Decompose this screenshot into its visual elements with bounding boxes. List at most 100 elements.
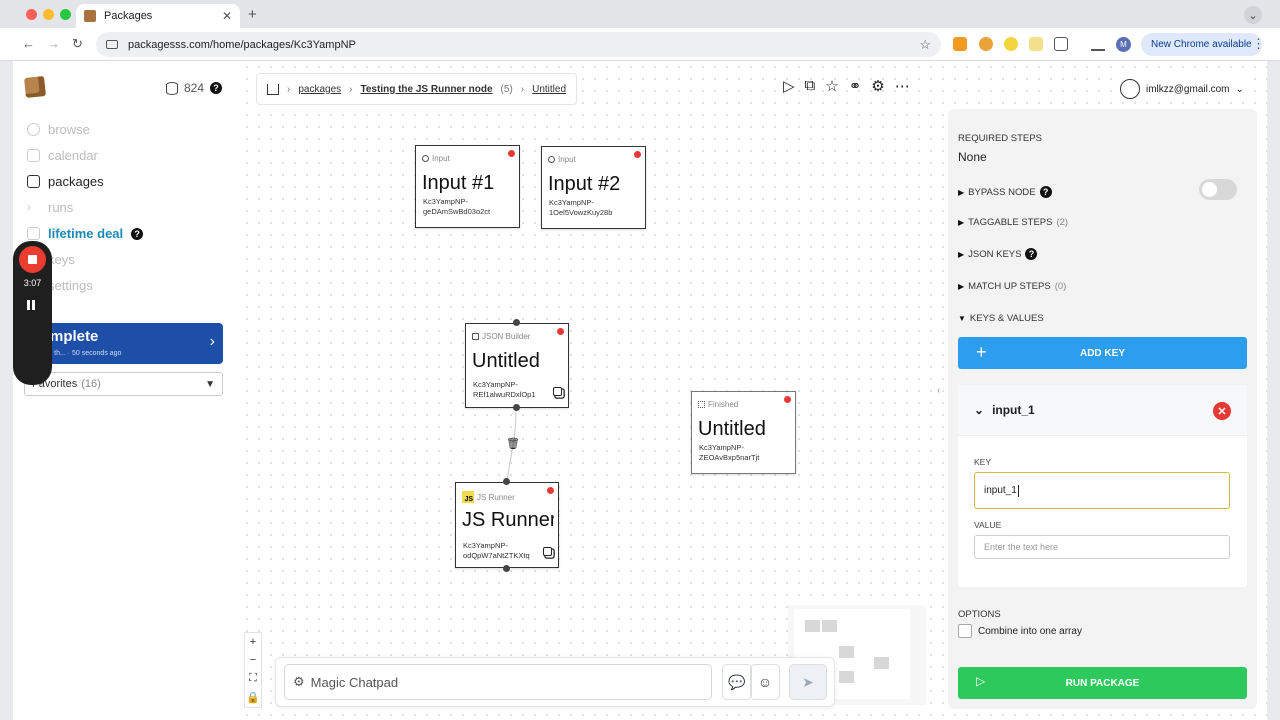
reload-icon[interactable]: ↻ — [72, 36, 83, 51]
run-package-button[interactable]: ▷ RUN PACKAGE — [958, 667, 1247, 699]
value-input-placeholder: Enter the text here — [984, 542, 1059, 552]
node-connectors — [506, 408, 517, 482]
keys-values-section[interactable]: ▼ KEYS & VALUES — [958, 313, 1044, 324]
user-menu[interactable]: imlkzz@gmail.com ⌄ — [1116, 76, 1252, 102]
key-input[interactable]: input_1 — [974, 472, 1230, 509]
input-node[interactable]: Input Input #2 Kc3YampNP-1Oel5VowzKuy28b — [541, 146, 646, 229]
bookmark-star-icon[interactable]: ☆ — [919, 36, 931, 52]
json-keys-section[interactable]: ▶ JSON KEYS ? — [958, 248, 1038, 260]
new-chrome-available-button[interactable]: New Chrome available — [1141, 33, 1262, 56]
bag-icon — [27, 227, 40, 240]
star-icon[interactable]: ☆ — [825, 78, 839, 95]
tab-search-chevron-icon[interactable]: ⌄ — [1244, 6, 1262, 24]
key-input-value: input_1 — [984, 485, 1017, 496]
chat-history-button[interactable]: 💬 — [722, 664, 752, 700]
webhook-icon[interactable]: ⚭ — [848, 78, 862, 95]
tab-close-icon[interactable]: ✕ — [221, 9, 232, 23]
minimap-node — [839, 646, 854, 658]
match-up-steps-label: MATCH UP STEPS — [968, 281, 1051, 292]
help-icon[interactable]: ? — [1039, 186, 1052, 198]
download-icon[interactable] — [1091, 37, 1105, 51]
pause-recording-button[interactable] — [27, 300, 30, 310]
input-node[interactable]: Input Input #1 Kc3YampNP-geDAmSwBd03o2ct — [415, 145, 520, 228]
help-icon[interactable]: ? — [131, 227, 144, 240]
value-input[interactable]: Enter the text here — [974, 535, 1230, 559]
extensions-puzzle-icon[interactable] — [1054, 37, 1068, 51]
combine-array-option[interactable]: Combine into one array — [958, 624, 1082, 638]
sidebar-item-runs[interactable]: › runs — [27, 200, 73, 215]
key-value-card: ⌄ input_1 ✕ KEY input_1 VALUE Enter the … — [958, 385, 1247, 587]
combine-array-checkbox[interactable] — [958, 624, 972, 638]
close-window-button[interactable] — [26, 9, 37, 20]
node-output-handle[interactable] — [503, 565, 510, 572]
lock-icon[interactable]: 🔒 — [246, 692, 260, 704]
chevron-right-icon: › — [287, 83, 291, 95]
sidebar-item-calendar[interactable]: calendar — [27, 148, 98, 163]
json-builder-node[interactable]: JSON Builder Untitled Kc3YampNP-REf1alwu… — [465, 323, 569, 408]
finished-node[interactable]: Finished Untitled Kc3YampNP-ZEOAvBxp5nar… — [691, 391, 796, 474]
sidebar-item-packages[interactable]: packages — [27, 174, 104, 189]
back-arrow-icon[interactable]: ← — [22, 36, 35, 51]
fit-view-icon[interactable]: ⛶ — [249, 672, 257, 684]
note-extension-icon[interactable] — [1029, 37, 1043, 51]
node-settings-panel: REQUIRED STEPS None ▶ BYPASS NODE ? ▶ TA… — [948, 109, 1257, 709]
help-icon[interactable]: ? — [1025, 248, 1038, 260]
more-options-icon[interactable]: ⋯ — [894, 78, 910, 95]
maximize-window-button[interactable] — [60, 9, 71, 20]
key-value-card-header[interactable]: ⌄ input_1 ✕ — [958, 385, 1247, 436]
chatpad-input[interactable]: ⚙ Magic Chatpad — [284, 664, 712, 700]
bypass-node-toggle[interactable] — [1199, 179, 1237, 200]
stop-recording-button[interactable] — [19, 246, 46, 273]
delete-node-icon[interactable] — [547, 487, 554, 494]
send-button[interactable]: ➤ — [789, 664, 827, 700]
forward-arrow-icon[interactable]: → — [47, 36, 60, 51]
breadcrumb-packages-link[interactable]: packages — [298, 83, 342, 95]
remove-key-button[interactable]: ✕ — [1213, 402, 1231, 420]
node-output-handle[interactable] — [513, 404, 520, 411]
minimize-window-button[interactable] — [43, 9, 54, 20]
breadcrumb-current[interactable]: Untitled — [532, 83, 567, 95]
cookie-extension-icon[interactable] — [979, 37, 993, 51]
chrome-menu-icon[interactable]: ⋮ — [1252, 36, 1265, 51]
delete-node-icon[interactable] — [634, 151, 641, 158]
url-text: packagesss.com/home/packages/Kc3YampNP — [128, 38, 356, 51]
breadcrumb-package-link[interactable]: Testing the JS Runner node — [360, 83, 493, 95]
match-up-steps-section[interactable]: ▶ MATCH UP STEPS (0) — [958, 281, 1066, 292]
sidebar-item-browse[interactable]: browse — [27, 122, 90, 137]
emoji-button[interactable]: ☺ — [750, 664, 780, 700]
copy-icon[interactable] — [553, 387, 562, 396]
browser-tab[interactable]: Packages ✕ — [76, 4, 240, 28]
taggable-steps-section[interactable]: ▶ TAGGABLE STEPS (2) — [958, 217, 1068, 228]
node-input-handle[interactable] — [503, 478, 510, 485]
copy-icon[interactable] — [543, 547, 552, 556]
panel-collapse-handle[interactable]: ‹ — [937, 385, 941, 396]
delete-node-icon[interactable] — [784, 396, 791, 403]
home-icon[interactable] — [267, 83, 279, 95]
duplicate-icon[interactable]: ⧉ — [804, 77, 816, 94]
required-steps-value: None — [958, 150, 987, 164]
gear-icon[interactable]: ⚙ — [871, 78, 885, 95]
settings-gear-icon[interactable]: ⚙ — [293, 674, 305, 689]
amazon-extension-icon[interactable] — [953, 37, 967, 51]
bypass-node-section[interactable]: ▶ BYPASS NODE ? — [958, 186, 1052, 198]
caret-right-icon: ▶ — [958, 282, 965, 291]
chevron-down-icon: ⌄ — [974, 403, 985, 417]
new-tab-button[interactable]: + — [248, 6, 257, 23]
profile-avatar[interactable]: M — [1116, 37, 1131, 52]
sidebar-item-lifetime-deal[interactable]: lifetime deal ? — [27, 226, 144, 241]
node-input-handle[interactable] — [513, 319, 520, 326]
help-icon[interactable]: ? — [210, 82, 223, 94]
favorites-dropdown[interactable]: Favorites (16) ▼ — [24, 372, 223, 396]
site-info-icon[interactable] — [106, 40, 118, 49]
zoom-in-icon[interactable]: + — [249, 636, 257, 648]
emoji-extension-icon[interactable] — [1004, 37, 1018, 51]
node-id: Kc3YampNP-ZEOAvBxp5narTjt — [699, 443, 760, 462]
play-icon[interactable]: ▷ — [783, 78, 795, 95]
delete-node-icon[interactable] — [508, 150, 515, 157]
zoom-out-icon[interactable]: − — [249, 654, 257, 666]
address-bar[interactable]: packagesss.com/home/packages/Kc3YampNP ☆ — [96, 32, 941, 57]
add-key-button[interactable]: + ADD KEY — [958, 337, 1247, 369]
delete-node-icon[interactable] — [557, 328, 564, 335]
trash-icon[interactable]: 🗑 — [506, 438, 520, 450]
